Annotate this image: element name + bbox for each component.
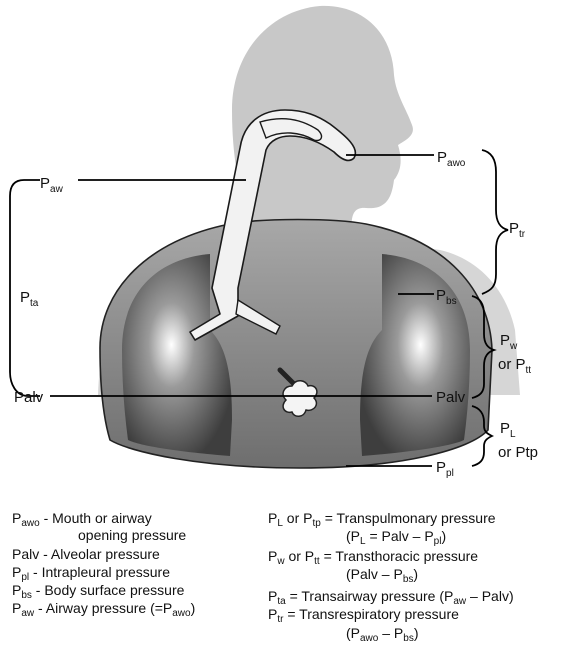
legend-p-aw: Paw - Airway pressure (=Pawo) [12, 600, 195, 617]
label-p-pl: Ppl [436, 459, 454, 479]
label-p-tr: Ptr [509, 220, 526, 240]
legend-p-pl: Ppl - Intrapleural pressure [12, 564, 170, 581]
label-or-ptp: or Ptp [498, 444, 538, 461]
label-p-ta: Pta [20, 289, 39, 309]
legend-p-awo: Pawo - Mouth or airway [12, 510, 152, 527]
legend-p-w: Pw or Ptt = Transthoracic pressure [268, 548, 478, 565]
label-palv-right: Palv [436, 389, 466, 406]
legend-p-ta: Pta = Transairway pressure (Paw – Palv) [268, 588, 514, 605]
p-ta-bracket [10, 180, 40, 396]
legend: Pawo - Mouth or airway opening pressure … [0, 498, 583, 656]
respiratory-pressure-diagram: Paw Pawo Ptr Pta Pbs Pw or Ptt Palv Palv… [0, 0, 583, 498]
legend-p-tr-formula: (Pawo – Pbs) [346, 625, 419, 642]
legend-p-w-formula: (Palv – Pbs) [346, 566, 418, 583]
legend-palv: Palv - Alveolar pressure [12, 546, 160, 563]
label-p-awo: Pawo [437, 149, 466, 169]
label-p-aw: Paw [40, 175, 64, 195]
legend-p-awo-line2: opening pressure [78, 527, 186, 544]
label-p-l: PL [500, 420, 516, 440]
legend-p-bs: Pbs - Body surface pressure [12, 582, 184, 599]
legend-p-tr: Ptr = Transrespiratory pressure [268, 606, 459, 623]
label-palv-left: Palv [14, 389, 44, 406]
legend-p-l-formula: (PL = Palv – Ppl) [346, 528, 446, 545]
legend-p-l: PL or Ptp = Transpulmonary pressure [268, 510, 496, 527]
p-tr-bracket [482, 150, 508, 294]
